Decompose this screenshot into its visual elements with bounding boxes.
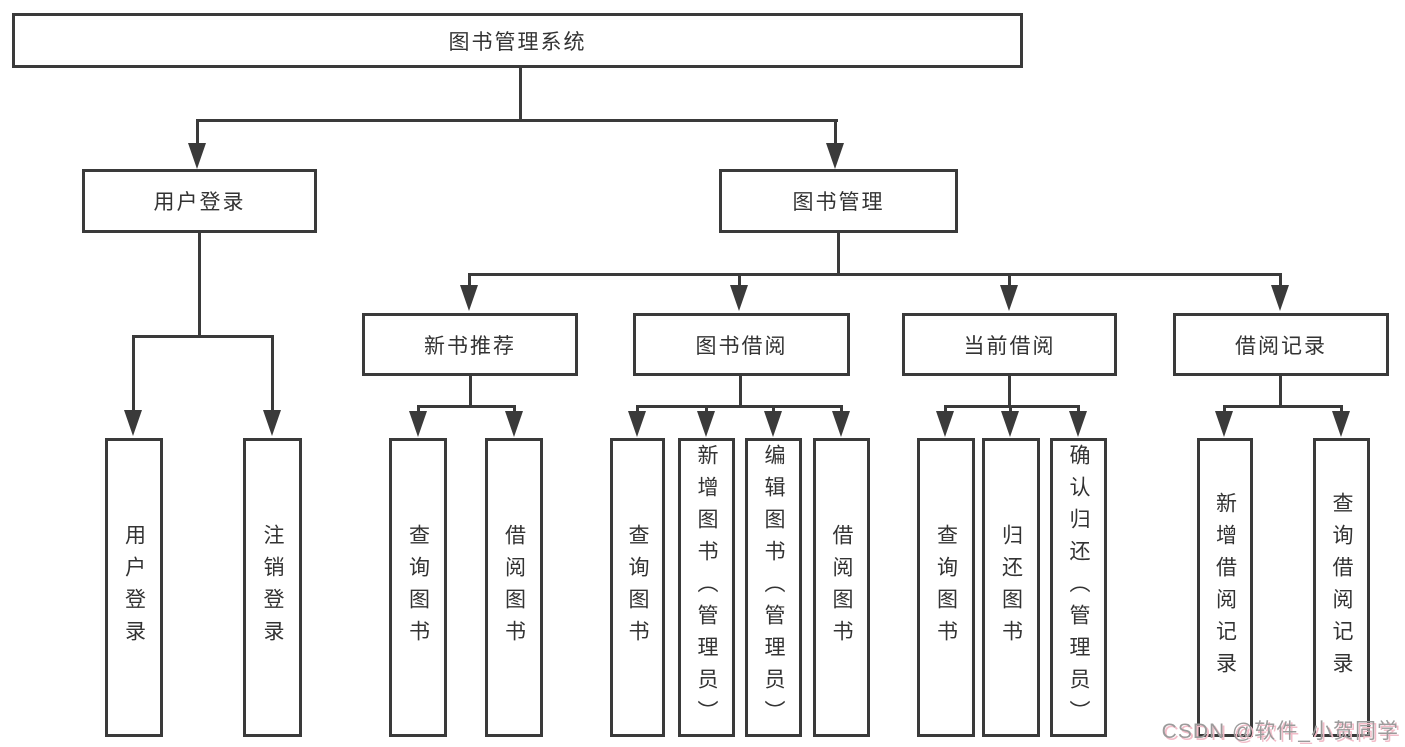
connector-line bbox=[468, 273, 471, 289]
arrow-down-icon bbox=[936, 411, 954, 437]
connector-line bbox=[1223, 405, 1226, 415]
connector-line bbox=[196, 119, 838, 122]
arrow-down-icon bbox=[730, 285, 748, 311]
arrow-down-icon bbox=[628, 411, 646, 437]
connector-line bbox=[636, 405, 639, 415]
leaf-record-add-borrow-record: 新增借阅记录 bbox=[1197, 438, 1253, 737]
leaf-current-confirm-return-admin-label: 确认归还（管理员） bbox=[1067, 443, 1090, 732]
arrow-down-icon bbox=[409, 411, 427, 437]
node-borrow-record: 借阅记录 bbox=[1173, 313, 1389, 376]
leaf-record-add-borrow-record-label: 新增借阅记录 bbox=[1213, 491, 1237, 684]
leaf-borrow-edit-books-admin-label: 编辑图书（管理员） bbox=[762, 443, 785, 732]
connector-line bbox=[1340, 405, 1343, 415]
leaf-current-confirm-return-admin: 确认归还（管理员） bbox=[1050, 438, 1107, 737]
arrow-down-icon bbox=[826, 143, 844, 169]
node-book-management-label: 图书管理 bbox=[792, 191, 885, 214]
node-new-book-recommend-label: 新书推荐 bbox=[424, 334, 516, 358]
connector-line bbox=[271, 335, 274, 414]
arrow-down-icon bbox=[188, 143, 206, 169]
node-user-login-label: 用户登录 bbox=[153, 191, 246, 214]
connector-line bbox=[837, 233, 840, 276]
leaf-borrow-add-books-admin-label: 新增图书（管理员） bbox=[695, 443, 718, 732]
connector-line bbox=[739, 376, 742, 408]
connector-line bbox=[1077, 405, 1080, 415]
connector-line bbox=[772, 405, 775, 415]
node-book-borrow: 图书借阅 bbox=[633, 313, 850, 376]
arrow-down-icon bbox=[1069, 411, 1087, 437]
connector-line bbox=[196, 119, 199, 147]
leaf-recommend-query-books: 查询图书 bbox=[389, 438, 447, 737]
arrow-down-icon bbox=[764, 411, 782, 437]
leaf-recommend-borrow-books-label: 借阅图书 bbox=[502, 523, 526, 652]
arrow-down-icon bbox=[832, 411, 850, 437]
connector-line bbox=[132, 335, 274, 338]
connector-line bbox=[1008, 273, 1011, 289]
arrow-down-icon bbox=[124, 410, 142, 436]
leaf-borrow-add-books-admin: 新增图书（管理员） bbox=[678, 438, 735, 737]
leaf-borrow-query-books-label: 查询图书 bbox=[626, 523, 649, 652]
connector-line bbox=[944, 405, 1080, 408]
leaf-current-query-books-label: 查询图书 bbox=[934, 523, 958, 652]
connector-line bbox=[513, 405, 516, 415]
arrow-down-icon bbox=[1332, 411, 1350, 437]
node-book-borrow-label: 图书借阅 bbox=[695, 334, 788, 358]
node-root-label: 图书管理系统 bbox=[448, 30, 587, 54]
node-new-book-recommend: 新书推荐 bbox=[362, 313, 578, 376]
connector-line bbox=[1223, 405, 1343, 408]
leaf-logout-label: 注销登录 bbox=[261, 523, 284, 652]
node-current-borrow-label: 当前借阅 bbox=[963, 334, 1056, 358]
connector-line bbox=[1008, 376, 1011, 408]
arrow-down-icon bbox=[505, 411, 523, 437]
connector-line bbox=[519, 68, 522, 122]
connector-line bbox=[944, 405, 947, 415]
arrow-down-icon bbox=[697, 411, 715, 437]
node-root: 图书管理系统 bbox=[12, 13, 1023, 68]
leaf-recommend-query-books-label: 查询图书 bbox=[406, 523, 430, 652]
leaf-record-query-borrow-record-label: 查询借阅记录 bbox=[1330, 491, 1353, 684]
leaf-user-login-label: 用户登录 bbox=[122, 523, 146, 652]
connector-line bbox=[469, 376, 472, 408]
leaf-user-login: 用户登录 bbox=[105, 438, 163, 737]
arrow-down-icon bbox=[1001, 411, 1019, 437]
leaf-borrow-borrow-books-label: 借阅图书 bbox=[830, 523, 853, 652]
arrow-down-icon bbox=[1271, 285, 1289, 311]
connector-line bbox=[705, 405, 708, 415]
leaf-borrow-borrow-books: 借阅图书 bbox=[813, 438, 870, 737]
node-book-management: 图书管理 bbox=[719, 169, 958, 233]
connector-line bbox=[1009, 405, 1012, 415]
arrow-down-icon bbox=[263, 410, 281, 436]
connector-line bbox=[1279, 376, 1282, 408]
leaf-logout: 注销登录 bbox=[243, 438, 302, 737]
leaf-current-query-books: 查询图书 bbox=[917, 438, 975, 737]
leaf-borrow-edit-books-admin: 编辑图书（管理员） bbox=[745, 438, 802, 737]
node-current-borrow: 当前借阅 bbox=[902, 313, 1117, 376]
connector-line bbox=[1279, 273, 1282, 289]
leaf-borrow-query-books: 查询图书 bbox=[610, 438, 665, 737]
connector-line bbox=[834, 119, 837, 147]
connector-line bbox=[132, 335, 135, 414]
leaf-record-query-borrow-record: 查询借阅记录 bbox=[1313, 438, 1370, 737]
connector-line bbox=[417, 405, 516, 408]
connector-line bbox=[636, 405, 843, 408]
node-borrow-record-label: 借阅记录 bbox=[1235, 334, 1327, 358]
leaf-current-return-books: 归还图书 bbox=[982, 438, 1040, 737]
arrow-down-icon bbox=[1000, 285, 1018, 311]
arrow-down-icon bbox=[1215, 411, 1233, 437]
connector-line bbox=[738, 273, 741, 289]
csdn-watermark: CSDN @软件_小贺同学 bbox=[1161, 720, 1399, 743]
leaf-recommend-borrow-books: 借阅图书 bbox=[485, 438, 543, 737]
connector-line bbox=[468, 273, 1282, 276]
node-user-login: 用户登录 bbox=[82, 169, 317, 233]
connector-line bbox=[198, 233, 201, 338]
connector-line bbox=[417, 405, 420, 415]
connector-line bbox=[840, 405, 843, 415]
leaf-current-return-books-label: 归还图书 bbox=[999, 523, 1023, 652]
arrow-down-icon bbox=[460, 285, 478, 311]
